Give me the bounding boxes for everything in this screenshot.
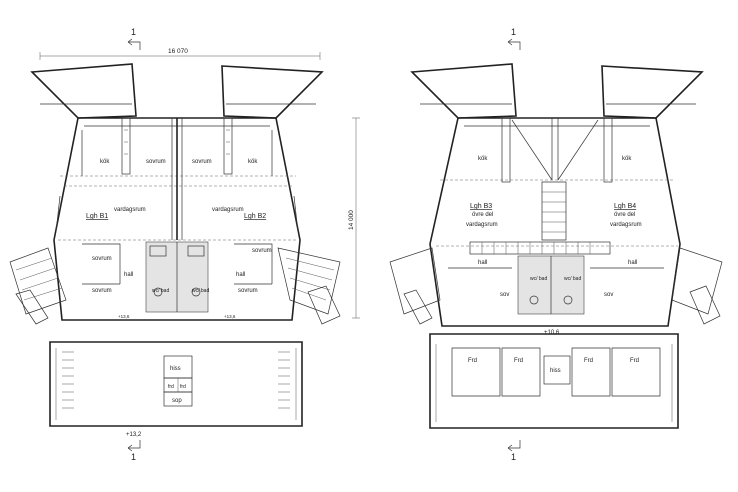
section-marker-left-top: 1 [131, 27, 136, 37]
room-label-hall-b4: hall [628, 260, 637, 266]
level-label-right: +10,6 [544, 330, 560, 336]
room-label-wc-bad-b4: wc/ bad [564, 276, 581, 282]
room-label-bedroom-b2-small: sovrum [252, 248, 272, 254]
stair-left [9, 247, 67, 325]
unit-label-b3: Lgh B3 [470, 203, 492, 210]
room-label-kitchen-b2: kök [248, 159, 258, 165]
stair-central [541, 181, 567, 241]
room-label-bedroom-b1: sovrum [146, 159, 166, 165]
section-marker-right-bottom: 1 [511, 452, 516, 462]
room-label-hall-b1: hall [124, 272, 133, 278]
dimension-width: 16 070 [168, 48, 188, 55]
room-label-garbage: sop [172, 398, 182, 404]
section-marker-left-bottom: 1 [131, 452, 136, 462]
room-labels-left: kök sovrum sovrum kök vardagsrum vardags… [86, 159, 272, 438]
label-upper-part-b3: övre del [472, 212, 493, 218]
section-marker-right-top: 1 [511, 27, 516, 37]
room-label-bedroom-b1-lower: sovrum [92, 288, 112, 294]
room-label-storage-1: Frd [468, 358, 477, 364]
dimension-lines: 16 070 14 000 [39, 48, 360, 319]
level-label-small-b: +13,6 [224, 314, 236, 319]
room-label-kitchen-b3: kök [478, 156, 488, 162]
room-label-storage-2: Frd [514, 358, 523, 364]
left-floor-plan [9, 63, 341, 427]
room-label-living-b4: vardagsrum [610, 222, 642, 228]
unit-label-b4: Lgh B4 [614, 203, 636, 210]
room-label-hall-b2: hall [236, 272, 245, 278]
room-label-storage-4: Frd [630, 358, 639, 364]
level-label-left: +13,2 [126, 432, 142, 438]
room-labels-right: kök kök Lgh B3 övre del vardagsrum Lgh B… [466, 156, 642, 374]
room-label-bedroom-b2-lower: sovrum [238, 288, 258, 294]
room-label-lift-right: hiss [550, 368, 561, 374]
label-upper-part-b4: övre del [614, 212, 635, 218]
stair-right [277, 247, 341, 325]
room-label-lift-left: hiss [170, 366, 181, 372]
room-label-wc-bad-b3: wc/ bad [530, 276, 547, 282]
room-label-bedroom-b1-small: sovrum [92, 256, 112, 262]
room-label-living-b3: vardagsrum [466, 222, 498, 228]
unit-label-b1: Lgh B1 [86, 213, 108, 220]
room-label-kitchen-b4: kök [622, 156, 632, 162]
room-label-wc-bad-b2: wc/ bad [192, 288, 209, 294]
section-markers: 1 1 1 1 [127, 27, 521, 462]
room-label-bedroom-b2: sovrum [192, 159, 212, 165]
right-floor-plan [389, 63, 723, 429]
room-label-wc-bad-b1: wc/ bad [152, 288, 169, 294]
room-label-living-b1: vardagsrum [114, 207, 146, 213]
room-label-living-b2: vardagsrum [212, 207, 244, 213]
dimension-depth: 14 000 [348, 210, 355, 230]
room-label-sleep-b4: sov [604, 292, 613, 298]
room-label-hall-b3: hall [478, 260, 487, 266]
room-label-stair-a: frd [168, 384, 174, 390]
room-label-stair-b: frd [180, 384, 186, 390]
level-label-small-a: +13,6 [118, 314, 130, 319]
room-label-sleep-b3: sov [500, 292, 509, 298]
room-label-kitchen-b1: kök [100, 159, 110, 165]
unit-label-b2: Lgh B2 [244, 213, 266, 220]
room-label-storage-3: Frd [584, 358, 593, 364]
